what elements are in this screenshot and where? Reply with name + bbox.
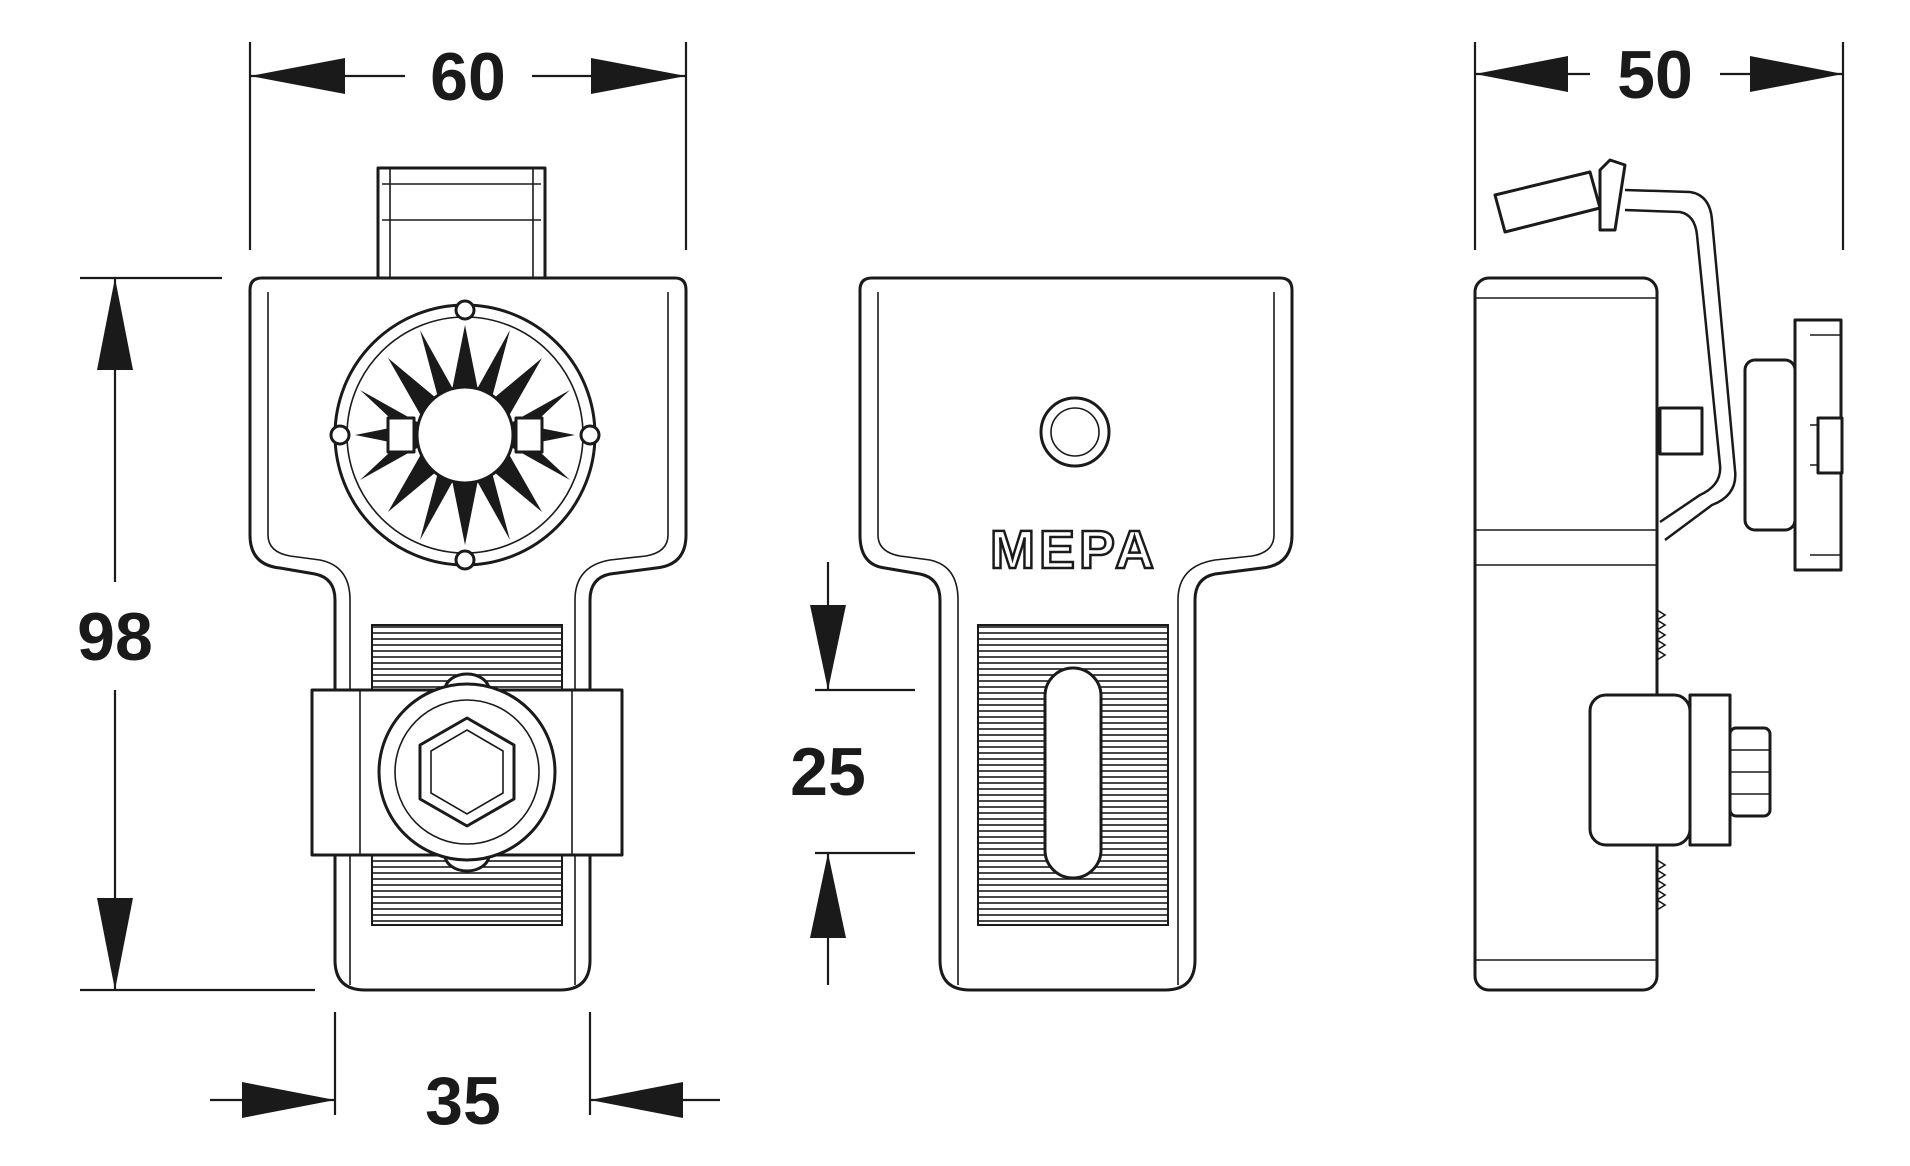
- dimension-width-front: 60: [248, 39, 688, 250]
- width-bottom-label: 35: [425, 1063, 501, 1139]
- logo-text: MEPA: [990, 520, 1158, 580]
- dimension-height: 98: [77, 276, 315, 992]
- dimension-width-bottom: 35: [210, 1012, 720, 1139]
- star-knob: [329, 299, 601, 571]
- rear-view: MEPA: [858, 276, 1294, 992]
- clamp-bolt: [310, 672, 624, 873]
- front-view: [248, 166, 688, 992]
- dimension-slot-length: 25: [790, 562, 915, 985]
- depth-side-label: 50: [1617, 37, 1693, 113]
- slot-length-label: 25: [790, 734, 866, 810]
- width-front-label: 60: [430, 39, 506, 115]
- side-view: [1473, 158, 1844, 992]
- height-label: 98: [77, 599, 153, 675]
- dimension-depth-side: 50: [1473, 37, 1845, 250]
